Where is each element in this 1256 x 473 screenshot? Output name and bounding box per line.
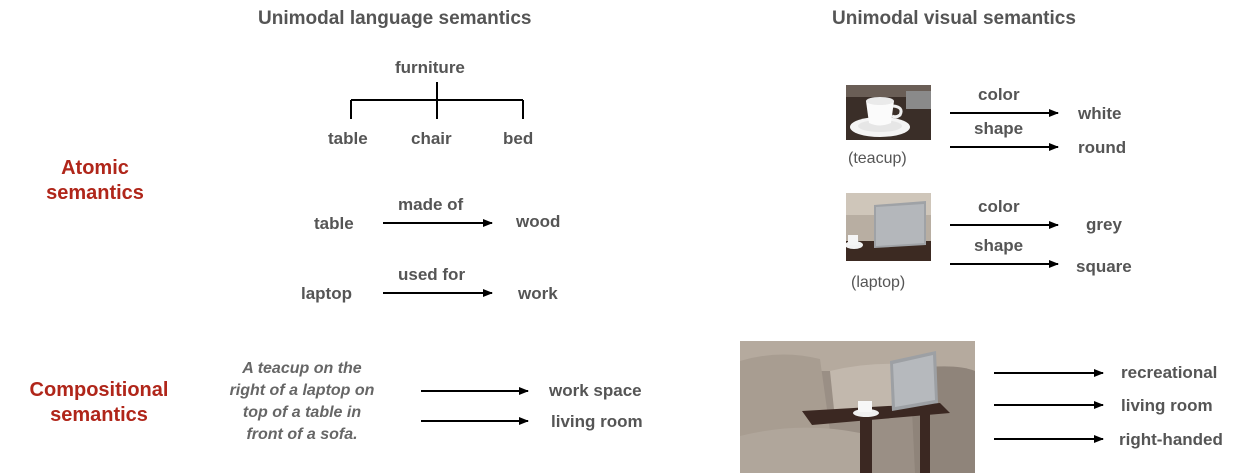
attribute-value: white xyxy=(1078,104,1122,123)
description-line: top of a table in xyxy=(242,404,362,421)
relation-subject: table xyxy=(314,214,354,233)
attribute-name: shape xyxy=(974,119,1024,138)
teacup-photo xyxy=(846,85,931,140)
scene-output: living room xyxy=(1121,396,1213,415)
compositional-output: work space xyxy=(549,381,642,400)
compositional-semantics-label: Compositional semantics xyxy=(29,379,169,426)
relation-subject: laptop xyxy=(301,284,352,303)
atomic-semantics-label: Atomic semantics xyxy=(46,157,144,204)
attribute-name: color xyxy=(978,197,1020,216)
taxonomy-child-chair: chair xyxy=(411,129,452,148)
description-line: front of a sofa. xyxy=(246,426,358,443)
taxonomy-root: furniture xyxy=(395,58,465,77)
relation-predicate: made of xyxy=(398,195,464,214)
relation-object: wood xyxy=(516,212,561,231)
language-header: Unimodal language semantics xyxy=(258,8,532,29)
attribute-value: round xyxy=(1078,138,1127,157)
scene-photo xyxy=(740,341,975,473)
attribute-name: shape xyxy=(974,236,1024,255)
taxonomy-child-bed: bed xyxy=(503,129,534,148)
attribute-value: grey xyxy=(1086,215,1122,234)
description-line: A teacup on the xyxy=(242,360,362,377)
attribute-value: square xyxy=(1076,257,1132,276)
relation-predicate: used for xyxy=(398,265,466,284)
description-line: right of a laptop on xyxy=(229,382,375,399)
laptop-photo xyxy=(846,193,931,261)
visual-header: Unimodal visual semantics xyxy=(832,8,1076,29)
teacup-caption: (teacup) xyxy=(848,150,907,167)
attribute-name: color xyxy=(978,85,1020,104)
compositional-description: A teacup on the right of a laptop on top… xyxy=(204,358,400,446)
scene-output: recreational xyxy=(1121,363,1218,382)
relation-object: work xyxy=(518,284,558,303)
compositional-output: living room xyxy=(551,412,643,431)
taxonomy-child-table: table xyxy=(328,129,368,148)
laptop-caption: (laptop) xyxy=(851,274,906,291)
taxonomy-tree xyxy=(350,82,524,119)
scene-output: right-handed xyxy=(1119,430,1223,449)
